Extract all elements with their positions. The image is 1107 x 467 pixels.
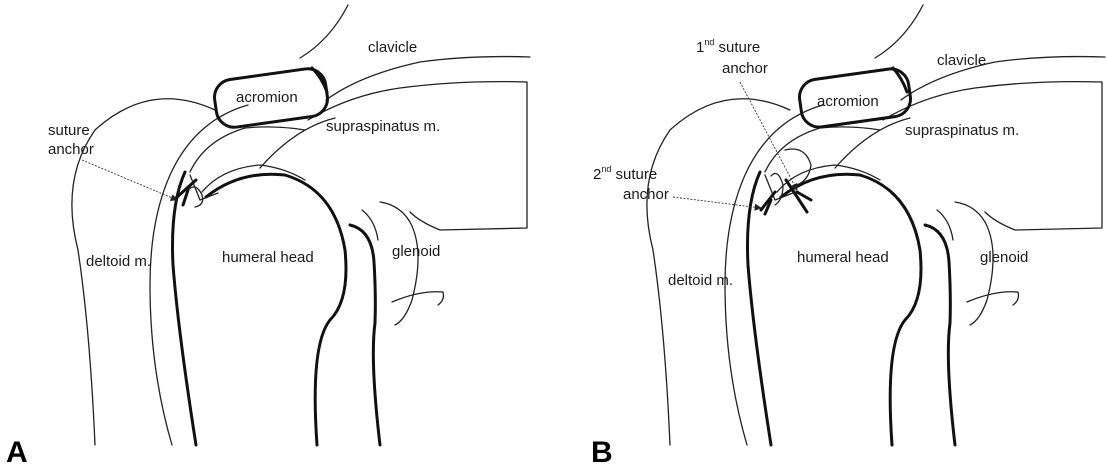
label-glenoid: glenoid: [392, 243, 440, 260]
label-deltoid: deltoid m.: [668, 272, 733, 289]
label-supraspinatus: supraspinatus m.: [905, 122, 1019, 139]
first-suture-anchor-leader: [740, 82, 797, 190]
label-second-suture-anchor-line2: anchor: [623, 186, 669, 203]
label-acromion: acromion: [236, 89, 298, 106]
panel-letter-a: A: [6, 436, 28, 467]
suture-anchor-leader: [82, 160, 177, 200]
label-supraspinatus: supraspinatus m.: [326, 118, 440, 135]
label-humeral-head: humeral head: [222, 249, 314, 266]
label-suture-anchor-line1: suture: [48, 122, 90, 139]
label-first-suture-anchor-line1: 1nd suture: [696, 37, 760, 56]
panel-a: clavicle acromion supraspinatus m. sutur…: [6, 5, 530, 467]
label-acromion: acromion: [817, 93, 879, 110]
second-suture-anchor: [761, 173, 783, 214]
label-second-suture-anchor-line1: 2nd suture: [593, 164, 657, 183]
label-clavicle: clavicle: [368, 39, 417, 56]
label-humeral-head: humeral head: [797, 249, 889, 266]
panel-letter-b: B: [591, 436, 613, 467]
label-clavicle: clavicle: [937, 52, 986, 69]
label-glenoid: glenoid: [980, 249, 1028, 266]
label-suture-anchor-line2: anchor: [48, 141, 94, 158]
panel-b: clavicle acromion supraspinatus m. 1nd s…: [591, 5, 1105, 467]
label-deltoid: deltoid m.: [86, 253, 151, 270]
second-suture-anchor-leader: [673, 197, 761, 208]
label-first-suture-anchor-line2: anchor: [722, 60, 768, 77]
